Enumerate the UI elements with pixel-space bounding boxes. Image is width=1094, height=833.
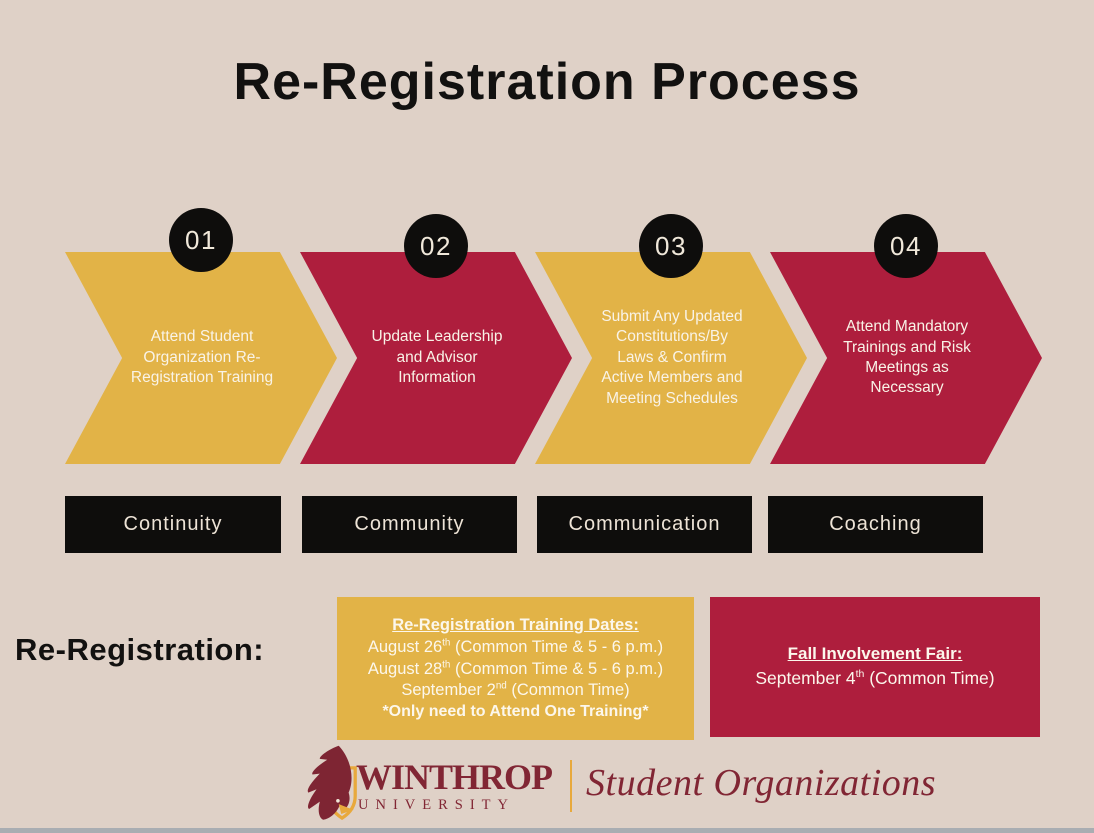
date-text: (Common Time) — [864, 668, 995, 689]
date-text: (Common Time & 5 - 6 p.m.) — [450, 659, 664, 678]
reregistration-heading: Re-Registration: — [15, 632, 265, 667]
category-label-community: Community — [302, 496, 517, 553]
training-dates-box: Re-Registration Training Dates: August 2… — [337, 597, 694, 740]
step-number-badge-3: 03 — [639, 214, 703, 278]
step-number-badge-4: 04 — [874, 214, 938, 278]
winthrop-logo: WINTHROP UNIVERSITY Student Organization… — [296, 744, 936, 828]
step-description: Update Leadership and Advisor Informatio… — [371, 328, 503, 387]
process-step-chevron-3: Submit Any Updated Constitutions/By Laws… — [535, 252, 807, 464]
step-description: Attend Student Organization Re-Registrat… — [130, 328, 274, 387]
winthrop-wordmark: WINTHROP UNIVERSITY — [356, 756, 553, 814]
university-name: WINTHROP — [356, 756, 553, 797]
winthrop-eagle-icon — [307, 745, 357, 821]
department-title: Student Organizations — [586, 762, 937, 804]
date-ordinal: th — [855, 668, 865, 681]
training-dates-title: Re-Registration Training Dates: — [392, 616, 639, 635]
process-step-chevron-2: Update Leadership and Advisor Informatio… — [300, 252, 572, 464]
step-description: Attend Mandatory Trainings and Risk Meet… — [843, 318, 971, 397]
category-label-continuity: Continuity — [65, 496, 281, 553]
training-note: *Only need to Attend One Training* — [382, 702, 649, 720]
step-number-badge-1: 01 — [169, 208, 233, 272]
involvement-fair-box: Fall Involvement Fair: September 4th (Co… — [710, 597, 1040, 737]
bottom-strip — [0, 828, 1094, 833]
training-date-line: August 28th (Common Time & 5 - 6 p.m.) — [343, 659, 688, 680]
category-label-coaching: Coaching — [768, 496, 983, 553]
training-date-line: August 26th (Common Time & 5 - 6 p.m.) — [343, 637, 688, 658]
category-label-communication: Communication — [537, 496, 752, 553]
step-description: Submit Any Updated Constitutions/By Laws… — [601, 307, 743, 407]
date-text: (Common Time) — [506, 681, 630, 700]
fair-title: Fall Involvement Fair: — [787, 644, 963, 664]
training-date-line: September 2nd (Common Time) — [343, 680, 688, 701]
date-text: (Common Time & 5 - 6 p.m.) — [450, 638, 664, 657]
step-number-badge-2: 02 — [404, 214, 468, 278]
date-ordinal: th — [442, 637, 451, 649]
logo-divider — [570, 760, 573, 812]
page-title: Re-Registration Process — [233, 53, 861, 111]
date-text: August 26 — [367, 638, 443, 657]
date-text: August 28 — [367, 659, 443, 678]
process-step-chevron-1: Attend Student Organization Re-Registrat… — [65, 252, 337, 464]
date-ordinal: th — [442, 659, 451, 671]
process-step-chevron-4: Attend Mandatory Trainings and Risk Meet… — [770, 252, 1042, 464]
date-text: September 4 — [755, 668, 856, 689]
fair-date-line: September 4th (Common Time) — [710, 667, 1040, 690]
date-ordinal: nd — [495, 680, 507, 692]
date-text: September 2 — [401, 681, 496, 700]
university-subtitle: UNIVERSITY — [358, 796, 515, 813]
